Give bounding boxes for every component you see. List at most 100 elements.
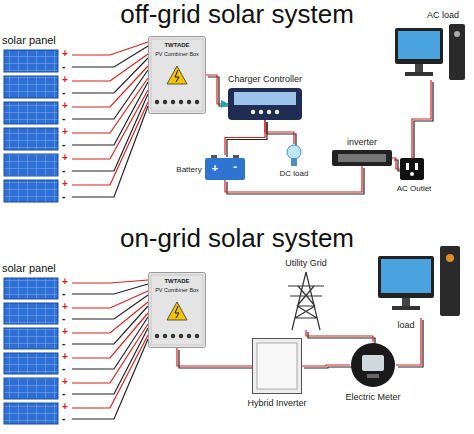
solar-panel <box>4 278 58 299</box>
wire-negative <box>72 106 148 197</box>
inverter: inverter <box>332 150 392 166</box>
dc-load-bulb-shape <box>286 144 302 166</box>
wire-negative <box>414 82 433 160</box>
wire-negative <box>72 46 148 67</box>
plus-sign: + <box>62 48 68 60</box>
node-text: TWTADE <box>164 42 189 49</box>
node-text: + <box>212 162 218 175</box>
node-text: AC Outlet <box>397 184 432 193</box>
wire-connector <box>396 318 423 367</box>
minus-sign: - <box>62 363 65 375</box>
node-text: AC load <box>427 10 459 20</box>
wire-negative <box>304 367 352 368</box>
wire-negative <box>72 317 148 369</box>
wire-positive <box>206 75 228 104</box>
wire-connector <box>265 120 296 146</box>
hybrid-inverter: Hybrid Inverter <box>252 338 302 394</box>
wire-positive <box>412 80 431 158</box>
wire-positive <box>302 365 350 366</box>
node-text: TWTADE <box>164 278 189 285</box>
wire-connector <box>206 75 230 106</box>
wire-negative <box>72 58 148 93</box>
solar-panel <box>4 102 58 124</box>
wire-positive <box>392 158 400 169</box>
node-text: Hybrid Inverter <box>247 398 306 408</box>
minus-sign: - <box>62 313 65 325</box>
wire-negative <box>72 295 148 319</box>
combiner-box: TWTADE PV Combiner Box <box>148 272 206 348</box>
solar-panel <box>4 154 58 176</box>
hybrid-inverter-shape <box>252 338 302 394</box>
ac-outlet-shape <box>400 158 424 180</box>
node-text: inverter <box>347 137 377 147</box>
node-text: - <box>233 161 237 175</box>
plus-sign: + <box>62 376 68 388</box>
wire-positive <box>72 54 148 81</box>
minus-sign: - <box>62 288 65 300</box>
wire-positive <box>72 90 148 159</box>
wire-connector <box>306 330 375 344</box>
wire-negative <box>267 122 296 146</box>
plus-sign: + <box>62 126 68 138</box>
diagram-title: off-grid solar system <box>120 0 354 30</box>
plus-sign: + <box>62 100 68 112</box>
minus-sign: - <box>62 139 65 151</box>
solar-panel <box>4 76 58 98</box>
dc-load-bulb: DC load <box>286 144 302 166</box>
inverter-shape <box>332 150 392 166</box>
plus-sign: + <box>62 276 68 288</box>
wire-positive <box>72 280 148 283</box>
section-title: on-grid solar system <box>120 224 354 254</box>
solar-panel <box>4 353 58 374</box>
minus-sign: - <box>62 388 65 400</box>
electric-meter-shape <box>350 342 396 388</box>
plus-sign: + <box>62 401 68 413</box>
wire-positive <box>306 330 373 342</box>
wire-connector <box>225 120 267 157</box>
wire-positive <box>177 348 252 366</box>
wire-positive <box>225 166 362 192</box>
node-text: PV Combiner Box <box>155 287 199 293</box>
wire-positive <box>72 291 148 308</box>
wire-positive <box>225 120 265 155</box>
wire-negative <box>72 284 148 294</box>
solar-panel <box>4 403 58 424</box>
node-text: Utility Grid <box>285 258 327 268</box>
solar-panel <box>4 128 58 150</box>
utility-tower-shape <box>286 272 326 330</box>
computer-load: load <box>378 246 464 318</box>
combiner-box: TWTADE PV Combiner Box <box>148 36 206 114</box>
plus-sign: + <box>62 152 68 164</box>
node-text: Charger Controller <box>228 74 302 84</box>
node-text: Battery <box>176 165 201 174</box>
wire-negative <box>72 306 148 344</box>
wire-positive <box>72 335 148 408</box>
utility-tower: Utility Grid <box>286 272 326 330</box>
solar-panel <box>4 50 58 72</box>
wire-positive <box>72 102 148 185</box>
solar-panel <box>4 180 58 202</box>
battery: +-Battery <box>205 155 245 180</box>
minus-sign: - <box>62 61 65 73</box>
plus-sign: + <box>62 178 68 190</box>
plus-sign: + <box>62 326 68 338</box>
ac-outlet: AC Outlet <box>400 158 424 180</box>
minus-sign: - <box>62 338 65 350</box>
wire-negative <box>72 328 148 394</box>
plus-sign: + <box>62 301 68 313</box>
panel-label: solar panel <box>2 34 56 47</box>
wire-negative <box>179 350 254 368</box>
minus-sign: - <box>62 191 65 203</box>
minus-sign: - <box>62 113 65 125</box>
minus-sign: - <box>62 87 65 99</box>
wire-positive <box>72 302 148 333</box>
wire-positive <box>72 78 148 133</box>
charge-controller: Charger Controller <box>228 88 302 120</box>
solar-panels <box>4 50 58 424</box>
node-text: PV Combiner Box <box>155 51 199 57</box>
wire-connector <box>225 166 364 194</box>
